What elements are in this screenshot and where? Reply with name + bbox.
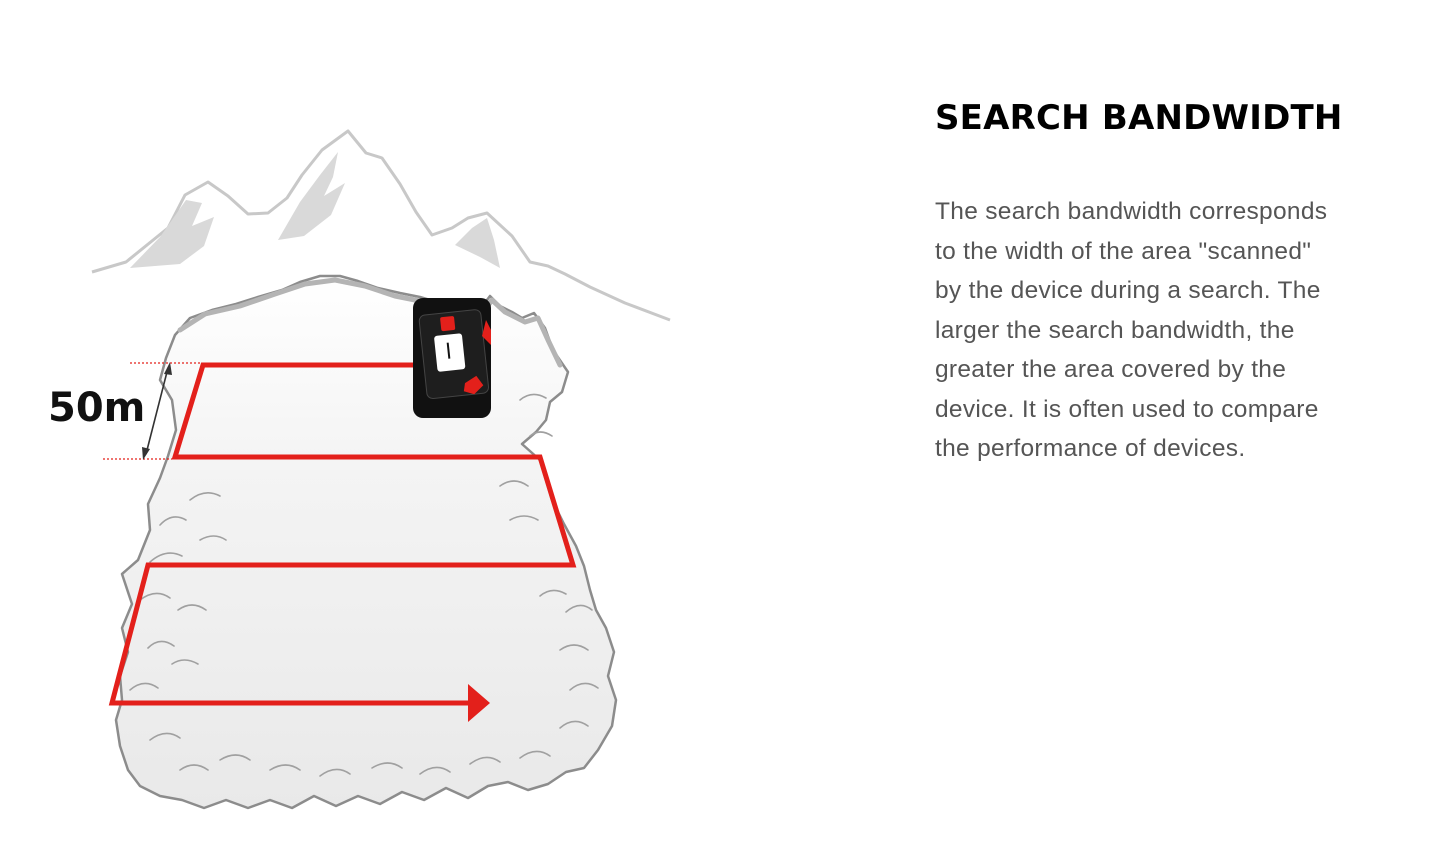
description-line: larger the search bandwidth, the	[935, 316, 1295, 344]
path-direction-arrow-icon	[468, 684, 490, 722]
info-panel: SEARCH BANDWIDTH The search bandwidth co…	[935, 96, 1425, 469]
bandwidth-label: 50m	[48, 385, 145, 431]
dimension-arrow-down-icon	[142, 447, 150, 460]
search-path	[108, 362, 577, 722]
description-line: to the width of the area "scanned"	[935, 237, 1312, 265]
search-bandwidth-illustration: 50m	[48, 129, 671, 810]
mountain-range-icon	[91, 129, 671, 322]
avalanche-field-icon	[114, 274, 618, 810]
avalanche-transceiver-icon	[413, 298, 491, 418]
description-line: The search bandwidth corresponds	[935, 198, 1328, 225]
section-title: SEARCH BANDWIDTH	[935, 98, 1343, 138]
bandwidth-measure: 50m	[48, 362, 200, 460]
section-description: The search bandwidth corresponds to the …	[935, 192, 1425, 469]
description-line: the performance of devices.	[935, 435, 1246, 462]
bandwidth-dimension-line	[145, 367, 169, 455]
description-line: device. It is often used to compare	[935, 395, 1319, 423]
description-line: greater the area covered by the	[935, 356, 1287, 383]
description-line: by the device during a search. The	[935, 277, 1321, 304]
dimension-arrow-up-icon	[164, 362, 172, 375]
